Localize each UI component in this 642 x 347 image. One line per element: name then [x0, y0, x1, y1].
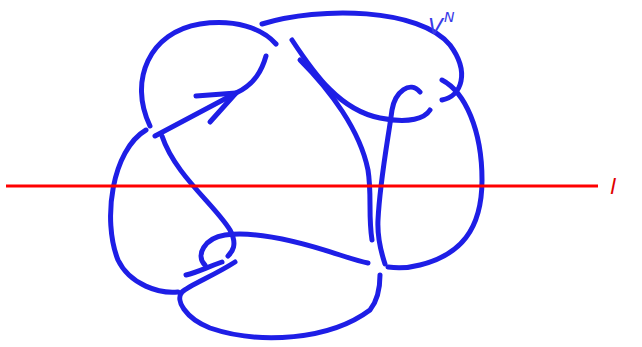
line-name: l [610, 176, 616, 198]
knot-strand [300, 60, 372, 240]
knot-strand [180, 262, 380, 338]
knot-arrowhead [196, 93, 236, 122]
knot-strand [378, 87, 420, 264]
axis-line [6, 185, 598, 188]
knot-name: V [428, 16, 443, 38]
knot-strand [388, 80, 482, 268]
knot-strand [292, 40, 430, 120]
knot-strand [201, 234, 368, 265]
knot-superscript: N [444, 10, 454, 24]
knot-strand [262, 13, 462, 100]
knot-strand [162, 136, 234, 256]
knot-strand [186, 262, 222, 275]
knot-strand [155, 56, 266, 136]
